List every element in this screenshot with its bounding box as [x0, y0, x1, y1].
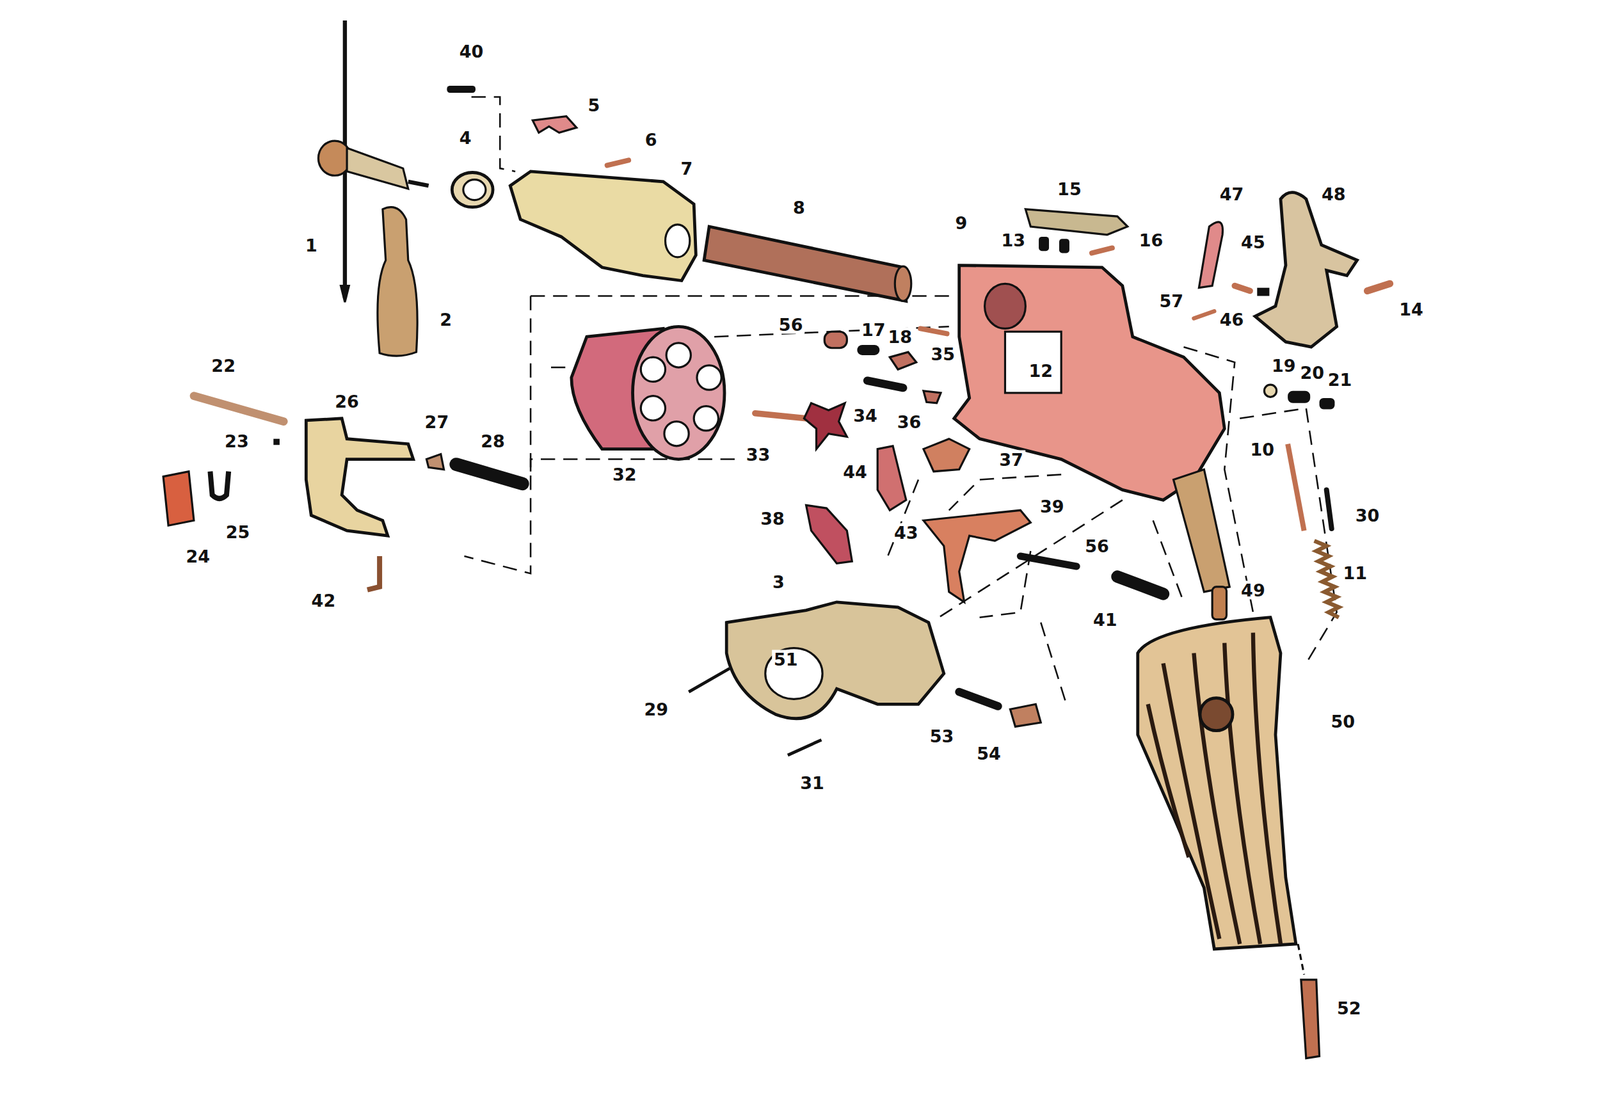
part — [377, 207, 418, 357]
pin — [607, 160, 629, 166]
callout-number: 40 — [457, 41, 486, 61]
ring — [451, 172, 493, 207]
callout-number: 32 — [610, 465, 639, 484]
hammer — [1255, 192, 1357, 348]
callout-number: 38 — [758, 509, 787, 528]
part — [1198, 222, 1223, 288]
callout-number: 17 — [859, 320, 888, 340]
callout-number: 54 — [974, 743, 1003, 763]
grip — [1137, 617, 1296, 950]
callout-number: 48 — [1319, 184, 1348, 203]
grip-screw — [1301, 979, 1320, 1059]
part — [1025, 209, 1128, 235]
part — [532, 116, 577, 134]
callout-number: 16 — [1137, 230, 1166, 249]
callout-number: 45 — [1239, 232, 1268, 251]
callout-number: 35 — [928, 344, 957, 364]
callout-number: 9 — [953, 213, 970, 232]
callout-number: 44 — [840, 462, 870, 481]
callout-number: 7 — [679, 159, 696, 178]
callout-number: 19 — [1269, 355, 1298, 375]
callout-number: 8 — [791, 197, 808, 217]
callout-number: 29 — [641, 700, 671, 719]
callout-number: 25 — [224, 522, 253, 541]
callout-number: 20 — [1298, 363, 1327, 383]
callout-number: 11 — [1341, 563, 1370, 582]
callout-number: 15 — [1055, 179, 1084, 199]
callout-number: 22 — [209, 355, 238, 375]
trigger-guard — [726, 602, 944, 719]
callout-number: 28 — [478, 431, 507, 450]
callout-number: 3 — [770, 572, 787, 591]
callout-number: 42 — [309, 590, 338, 610]
callout-number: 23 — [222, 431, 251, 450]
callout-number: 27 — [423, 412, 452, 431]
callout-number: 10 — [1248, 439, 1277, 459]
callout-number: 2 — [437, 310, 454, 329]
callout-number: 51 — [771, 650, 800, 669]
callout-number: 1 — [303, 235, 320, 255]
callout-number: 26 — [332, 391, 361, 411]
callout-number: 5 — [586, 96, 603, 115]
barrel — [704, 226, 907, 301]
ejector — [803, 403, 847, 450]
callout-number: 47 — [1217, 184, 1247, 203]
barrel-shroud — [510, 171, 696, 281]
callout-number: 12 — [1026, 360, 1055, 380]
callout-number: 46 — [1217, 310, 1247, 329]
pin — [446, 85, 476, 93]
trigger — [923, 510, 1031, 603]
callout-number: 31 — [798, 773, 827, 793]
tool — [318, 20, 429, 303]
callout-number: 41 — [1091, 609, 1120, 629]
callout-number: 39 — [1038, 496, 1067, 516]
callout-number: 21 — [1326, 370, 1355, 390]
callout-number: 57 — [1157, 291, 1186, 311]
frame — [954, 265, 1225, 501]
callout-number: 34 — [851, 406, 880, 425]
callout-number: 4 — [457, 128, 474, 148]
callout-number: 52 — [1335, 999, 1364, 1018]
cylinder — [571, 326, 725, 459]
callout-number: 6 — [643, 130, 660, 150]
callout-number: 33 — [744, 444, 773, 464]
crane — [305, 418, 413, 536]
callout-number: 36 — [895, 412, 924, 431]
callout-number: 37 — [997, 449, 1026, 469]
callout-number: 49 — [1239, 580, 1268, 600]
callout-number: 14 — [1397, 300, 1426, 319]
callout-number: 53 — [928, 726, 957, 745]
callout-number: 56 — [776, 315, 806, 335]
callout-number: 18 — [885, 327, 914, 347]
callout-number: 24 — [184, 547, 213, 566]
callout-number: 56 — [1082, 536, 1112, 556]
callout-number: 13 — [999, 230, 1028, 249]
callout-number: 30 — [1353, 506, 1382, 525]
callout-number: 43 — [892, 523, 921, 543]
callout-number: 50 — [1328, 712, 1357, 731]
